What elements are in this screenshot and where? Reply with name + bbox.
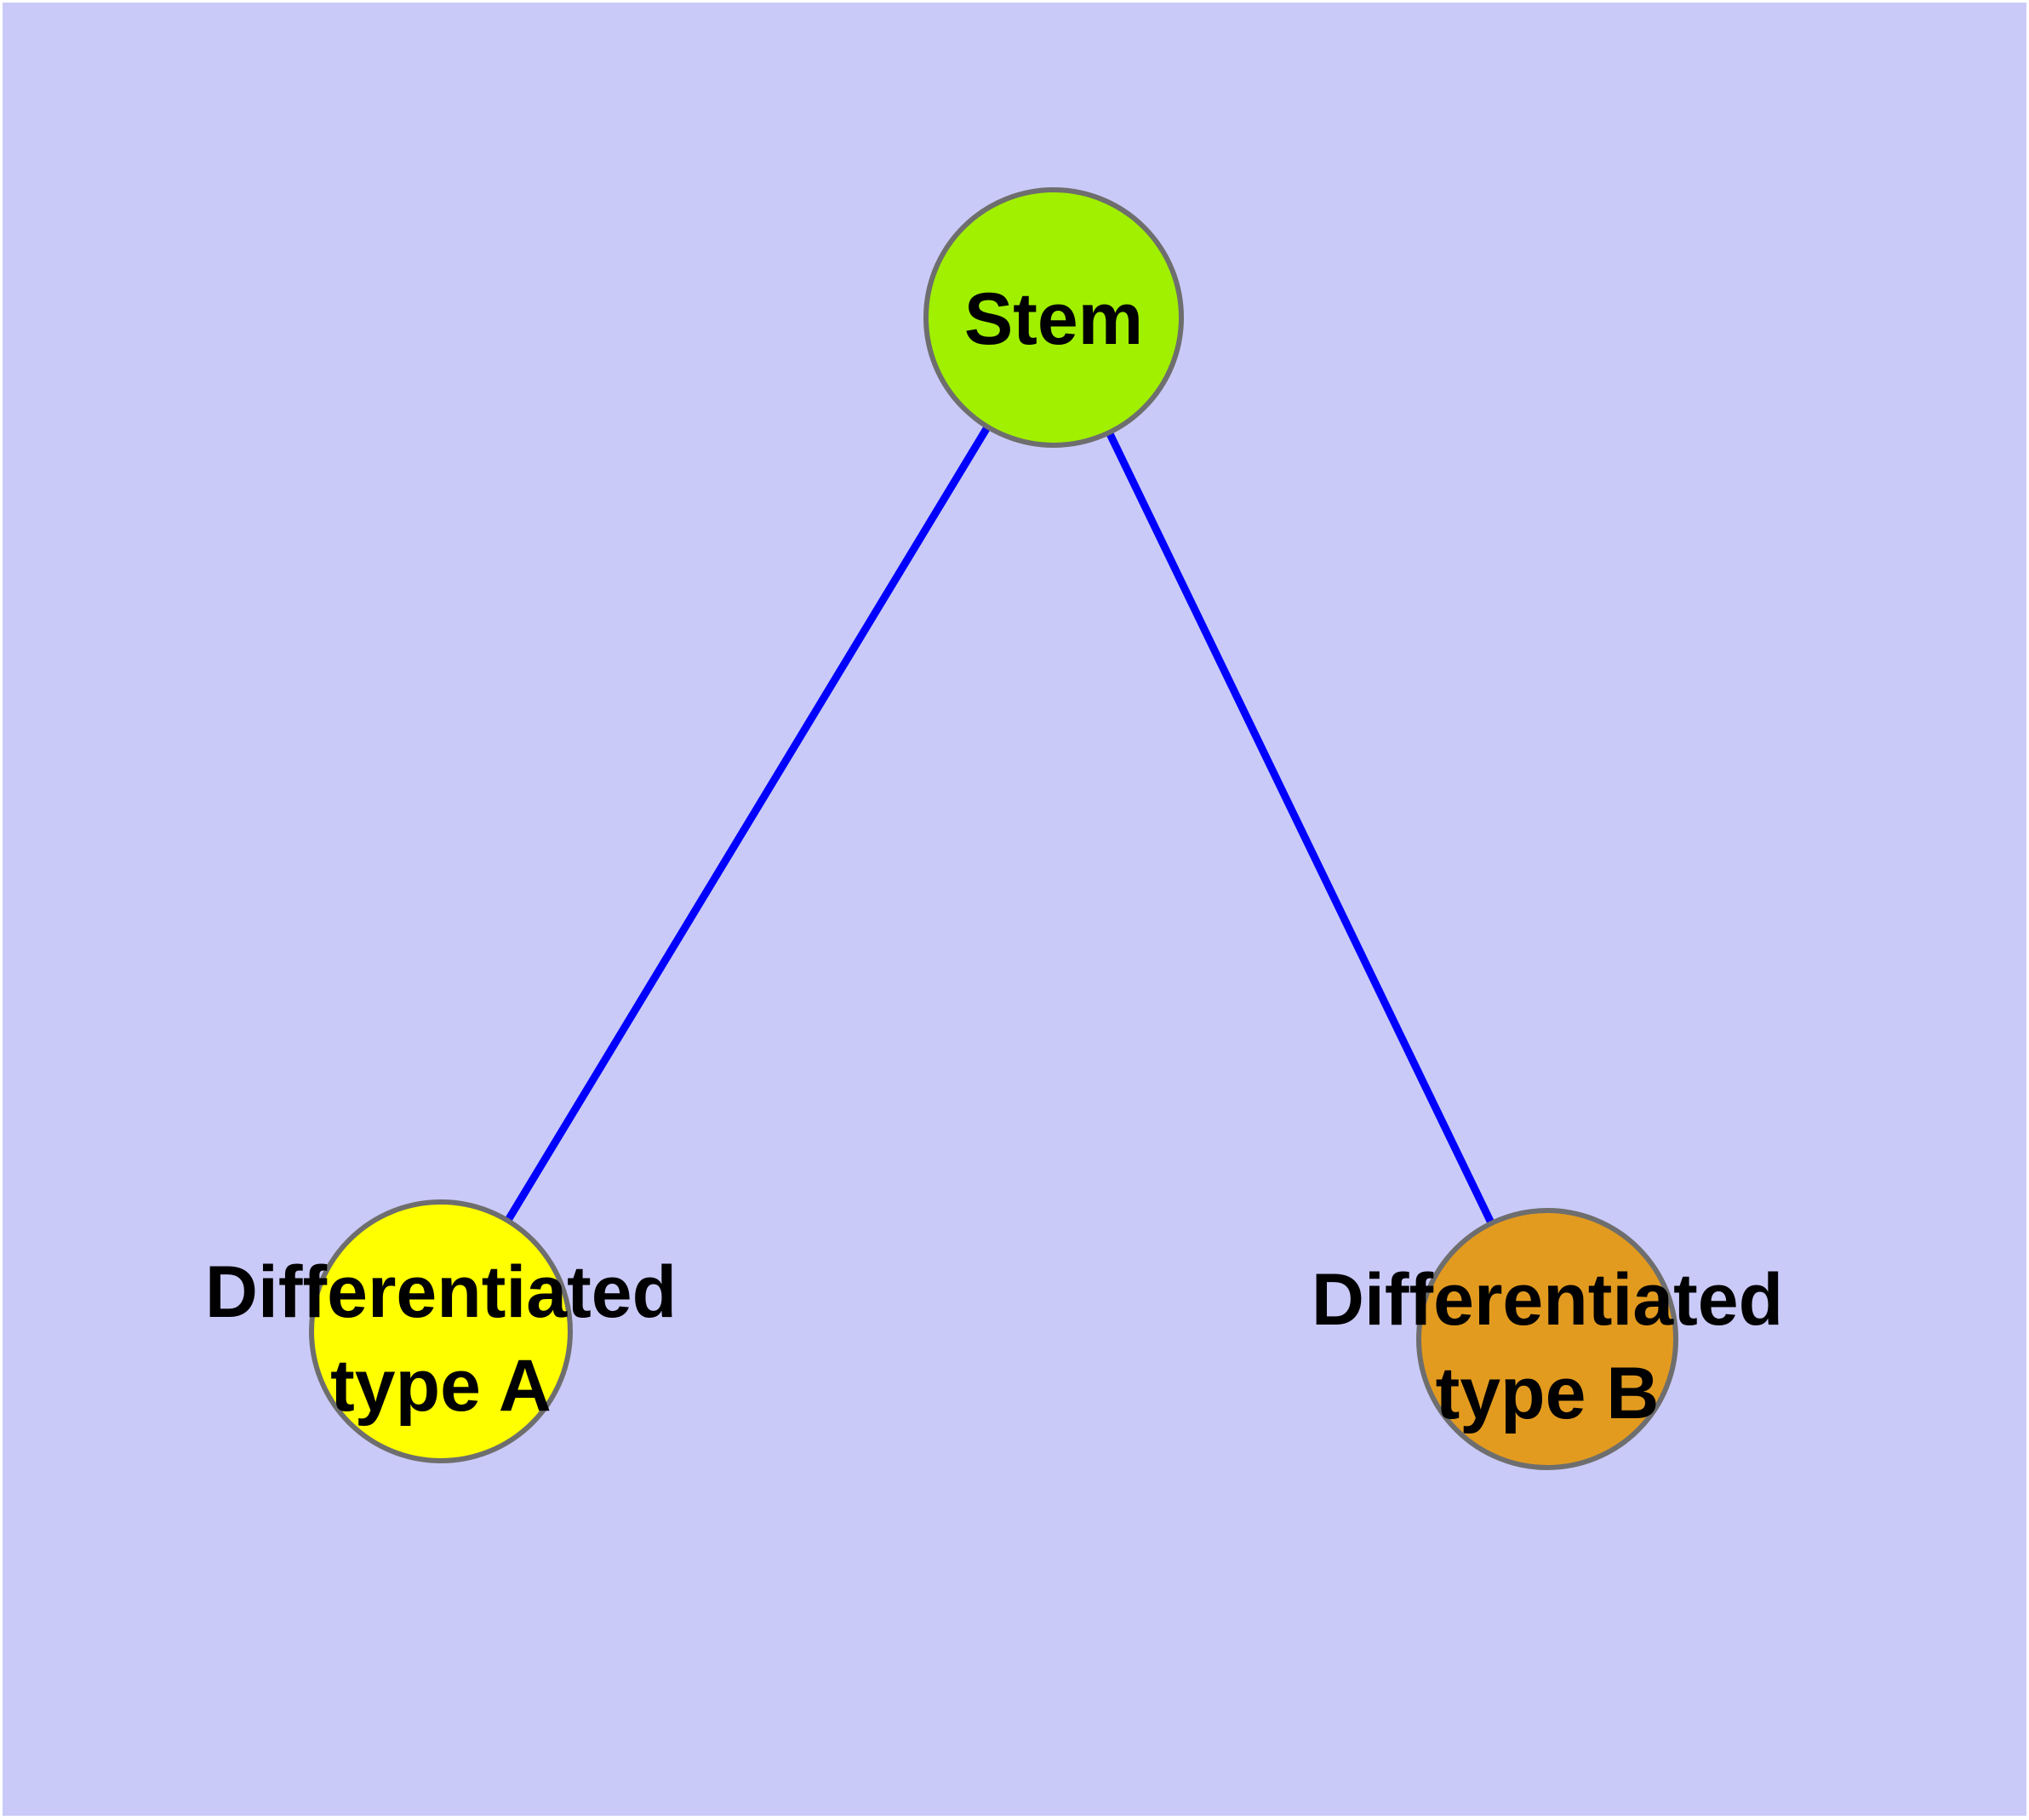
type-b-node-label-line1: Differentiated — [1312, 1259, 1783, 1341]
type-b-node-circle — [1416, 1208, 1678, 1470]
stem-node-circle — [923, 187, 1184, 448]
node-stem[interactable]: Stem — [923, 187, 1184, 448]
node-differentiated-type-a[interactable]: Differentiated type A — [205, 1199, 677, 1463]
type-b-node-label-line2: type B — [1436, 1353, 1660, 1434]
node-differentiated-type-b[interactable]: Differentiated type B — [1312, 1208, 1783, 1470]
edge-layer — [437, 315, 1552, 1341]
stem-node-label: Stem — [964, 278, 1143, 360]
edge-stem-to-type-b — [1049, 316, 1552, 1341]
type-a-node-label-line1: Differentiated — [205, 1251, 677, 1333]
type-a-node-circle — [309, 1199, 573, 1463]
type-a-node-label-line2: type A — [330, 1345, 552, 1427]
edge-stem-to-type-a — [437, 315, 1057, 1334]
